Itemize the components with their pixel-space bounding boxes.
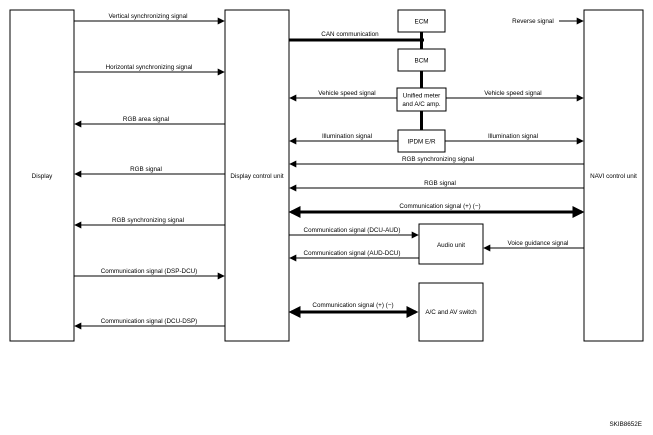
- illumination-right-label: Illumination signal: [488, 133, 538, 140]
- vertical-sync-label: Vertical synchronizing signal: [108, 13, 187, 20]
- illumination-left-label: Illumination signal: [322, 133, 372, 140]
- navi-control-unit-box: NAVI control unit: [583, 9, 644, 342]
- comm-aud-dcu-label: Communication signal (AUD-DCU): [304, 250, 401, 257]
- signal-vehicle-speed-left: Vehicle speed signal: [289, 90, 397, 102]
- signal-comm-av: Communication signal (+) (−): [288, 302, 419, 318]
- reverse-label: Reverse signal: [512, 18, 554, 25]
- signal-illumination-right: Illumination signal: [445, 133, 584, 145]
- comm-dcu-dsp-label: Communication signal (DCU-DSP): [101, 318, 198, 325]
- ipdm-box: IPDM E/R: [397, 129, 446, 153]
- rgb-sync-navi-label: RGB synchronizing signal: [402, 156, 474, 163]
- comm-av-label: Communication signal (+) (−): [312, 302, 393, 309]
- signal-rgb-sync-navi: RGB synchronizing signal: [289, 156, 584, 168]
- signal-comm-dsp-dcu: Communication signal (DSP-DCU): [74, 268, 225, 280]
- unified-meter-label-line2: and A/C amp.: [402, 101, 440, 108]
- navi-control-unit-label: NAVI control unit: [590, 173, 637, 180]
- signal-comm-dcu-aud: Communication signal (DCU-AUD): [289, 227, 419, 239]
- vehicle-speed-left-label: Vehicle speed signal: [318, 90, 375, 97]
- display-label: Display: [32, 173, 53, 180]
- signal-rgb-display: RGB signal: [74, 166, 225, 178]
- comm-dsp-dcu-label: Communication signal (DSP-DCU): [101, 268, 198, 275]
- signal-illumination-left: Illumination signal: [289, 133, 398, 145]
- signal-comm-aud-dcu: Communication signal (AUD-DCU): [289, 250, 419, 262]
- signal-vehicle-speed-right: Vehicle speed signal: [446, 90, 584, 102]
- av-switch-box: A/C and AV switch: [418, 282, 484, 342]
- signal-rgb-sync-display: RGB synchronizing signal: [74, 217, 225, 229]
- figure-code: SKIB8652E: [609, 421, 642, 428]
- audio-unit-box: Audio unit: [418, 223, 484, 265]
- audio-unit-label: Audio unit: [437, 242, 465, 249]
- can-bus: CAN communication: [289, 31, 424, 130]
- signal-rgb-navi: RGB signal: [289, 180, 584, 192]
- signal-rgb-area: RGB area signal: [74, 116, 225, 128]
- bcm-label: BCM: [415, 58, 429, 65]
- unified-meter-box: Unified meter and A/C amp.: [396, 87, 447, 112]
- display-control-unit-label: Display control unit: [230, 173, 283, 180]
- comm-navi-label: Communication signal (+) (−): [399, 203, 480, 210]
- signal-comm-navi: Communication signal (+) (−): [288, 203, 585, 218]
- av-switch-label: A/C and AV switch: [425, 309, 477, 316]
- display-box: Display: [9, 9, 75, 342]
- can-label: CAN communication: [321, 31, 379, 38]
- bcm-box: BCM: [397, 48, 446, 72]
- ecm-box: ECM: [397, 9, 446, 33]
- signal-comm-dcu-dsp: Communication signal (DCU-DSP): [74, 318, 225, 330]
- unified-meter-label-line1: Unified meter: [403, 93, 440, 100]
- signal-vertical-sync: Vertical synchronizing signal: [74, 13, 225, 25]
- signal-voice-guidance: Voice guidance signal: [483, 240, 584, 252]
- voice-guidance-label: Voice guidance signal: [508, 240, 569, 247]
- horizontal-sync-label: Horizontal synchronizing signal: [106, 64, 193, 71]
- comm-dcu-aud-label: Communication signal (DCU-AUD): [304, 227, 401, 234]
- vehicle-speed-right-label: Vehicle speed signal: [484, 90, 541, 97]
- rgb-area-label: RGB area signal: [123, 116, 169, 123]
- rgb-navi-label: RGB signal: [424, 180, 456, 187]
- rgb-display-label: RGB signal: [130, 166, 162, 173]
- ipdm-label: IPDM E/R: [408, 139, 436, 146]
- rgb-sync-display-label: RGB synchronizing signal: [112, 217, 184, 224]
- signal-horizontal-sync: Horizontal synchronizing signal: [74, 64, 225, 76]
- signal-reverse: Reverse signal: [512, 17, 584, 25]
- display-control-unit-box: Display control unit: [224, 9, 290, 342]
- ecm-label: ECM: [415, 19, 429, 26]
